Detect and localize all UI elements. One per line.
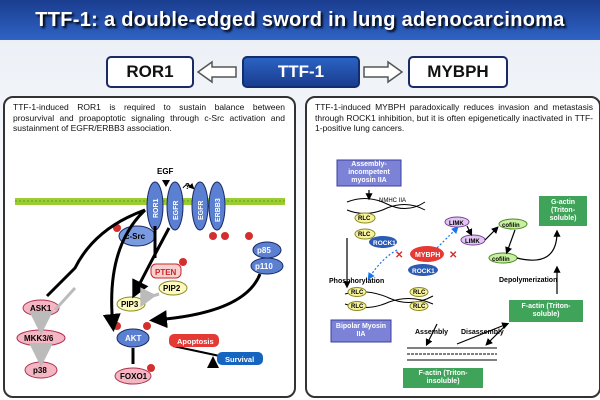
right-arrow-icon: [363, 60, 404, 84]
akt-node: [116, 328, 150, 348]
pip2-node: [158, 280, 188, 296]
ask1-label: ASK1: [30, 304, 52, 313]
egf-label: EGF: [157, 167, 174, 176]
svg-text:✕: ✕: [395, 250, 403, 261]
pten-label: PTEN: [155, 268, 177, 277]
akt-label: AKT: [125, 334, 142, 343]
question-mark: ?: [185, 182, 190, 191]
csrc-label: c-Src: [125, 232, 146, 241]
phospho-erbb3b: [221, 232, 229, 240]
foxo1-node: [114, 367, 152, 385]
ror1-receptor-label: ROR1: [153, 198, 160, 218]
mybph-label: MYBPH: [415, 252, 440, 259]
factin-soluble-box: [509, 300, 583, 322]
phosphorylation-label: Phosphorylation: [329, 278, 384, 285]
receptor-complex: [146, 181, 226, 231]
rlc-label-3: RLC: [351, 290, 364, 296]
factin-insoluble-box: [403, 368, 483, 388]
gactin-box: [539, 196, 587, 226]
assembly-label: Assembly: [415, 329, 448, 336]
ror1-description: TTF-1-induced ROR1 is required to sustai…: [13, 102, 285, 133]
dimer-arrow: [182, 183, 195, 190]
rock1-label-center: ROCK1: [412, 268, 435, 275]
ror1-pathway-diagram: EGF ROR1 EGFR EGFR ERBB3 ? c-Src p85 p11…: [15, 167, 285, 385]
egfr-receptor-label: EGFR: [173, 201, 180, 220]
limk-label-1: LIMK: [449, 221, 464, 227]
rlc-label-4: RLC: [351, 304, 364, 310]
myosin-filament-top: [346, 198, 426, 214]
balance-scale: [169, 334, 263, 368]
pten-node: [150, 263, 182, 279]
phospho-pten: [179, 258, 187, 266]
cofilin-label-1: cofilin: [502, 223, 520, 229]
left-arrow-icon: [196, 60, 237, 84]
phospho-p85: [245, 232, 253, 240]
assembly-incompetent-box: [336, 159, 402, 187]
rock1-node-top: [369, 236, 397, 248]
assembly-incompetent-label: Assembly-incompetent myosin IIA: [348, 161, 390, 184]
cofilin-node-1: [498, 218, 528, 230]
depolymerization-label: Depolymerization: [499, 277, 557, 284]
pip3-label: PIP3: [121, 300, 139, 309]
erbb3-receptor-label: ERBB3: [215, 198, 222, 222]
nmhc-label: NMHC IIA: [379, 198, 406, 204]
factin-insoluble-label: F-actin (Triton-insoluble): [418, 370, 468, 385]
ttf1-box: TTF-1: [242, 56, 360, 88]
mkk36-label: MKK3/6: [24, 334, 54, 343]
gene-row: ROR1 TTF-1 MYBPH: [0, 52, 600, 92]
ror1-panel: TTF-1-induced ROR1 is required to sustai…: [3, 96, 296, 398]
bipolar-myosin-label: Bipolar Myosin IIA: [335, 323, 387, 338]
cofilin-label-2: cofilin: [492, 257, 510, 263]
egfr2-receptor-label: EGFR: [198, 201, 205, 220]
rlc-label-5: RLC: [413, 290, 426, 296]
signaling-arrows: [45, 208, 262, 364]
survival-label: Survival: [225, 355, 254, 364]
factin-soluble-label: F-actin (Triton-soluble): [521, 303, 571, 318]
apoptosis-label: Apoptosis: [177, 337, 214, 346]
flow-arrows: [343, 190, 561, 347]
egf-ligand: [162, 180, 170, 187]
foxo1-label: FOXO1: [120, 372, 148, 381]
phospho-foxo1: [147, 364, 155, 372]
phospho-akt2: [143, 322, 151, 330]
rlc-label-1: RLC: [358, 216, 371, 222]
rock1-node-center: [408, 264, 438, 276]
rlc-label-2: RLC: [358, 232, 371, 238]
svg-text:✕: ✕: [449, 250, 457, 261]
limk-label-2: LIMK: [465, 239, 480, 245]
p110-label: p110: [255, 262, 273, 271]
mybph-box: MYBPH: [408, 56, 508, 88]
pip2-label: PIP2: [163, 284, 181, 293]
mybph-panel: TTF-1-induced MYBPH paradoxically reduce…: [305, 96, 600, 398]
phospho-erbb3: [209, 232, 217, 240]
ror1-box: ROR1: [106, 56, 194, 88]
actomyosin-stack: [407, 347, 497, 361]
rlc-label-6: RLC: [413, 304, 426, 310]
p38-label: p38: [33, 366, 47, 375]
p85-label: p85: [257, 246, 271, 255]
mybph-description: TTF-1-induced MYBPH paradoxically reduce…: [315, 102, 593, 133]
mybph-node: [410, 246, 444, 262]
rock1-label-top: ROCK1: [373, 240, 396, 247]
p110-node: [250, 257, 284, 275]
gactin-label: G-actin (Triton-soluble): [549, 199, 577, 222]
mybph-pathway-diagram: Assembly-incompetent myosin IIA NMHC IIA…: [329, 159, 587, 388]
slide-title: TTF-1: a double-edged sword in lung aden…: [0, 0, 600, 40]
bipolar-myosin-box: [330, 319, 392, 343]
disassembly-label: Disassembly: [461, 329, 504, 336]
